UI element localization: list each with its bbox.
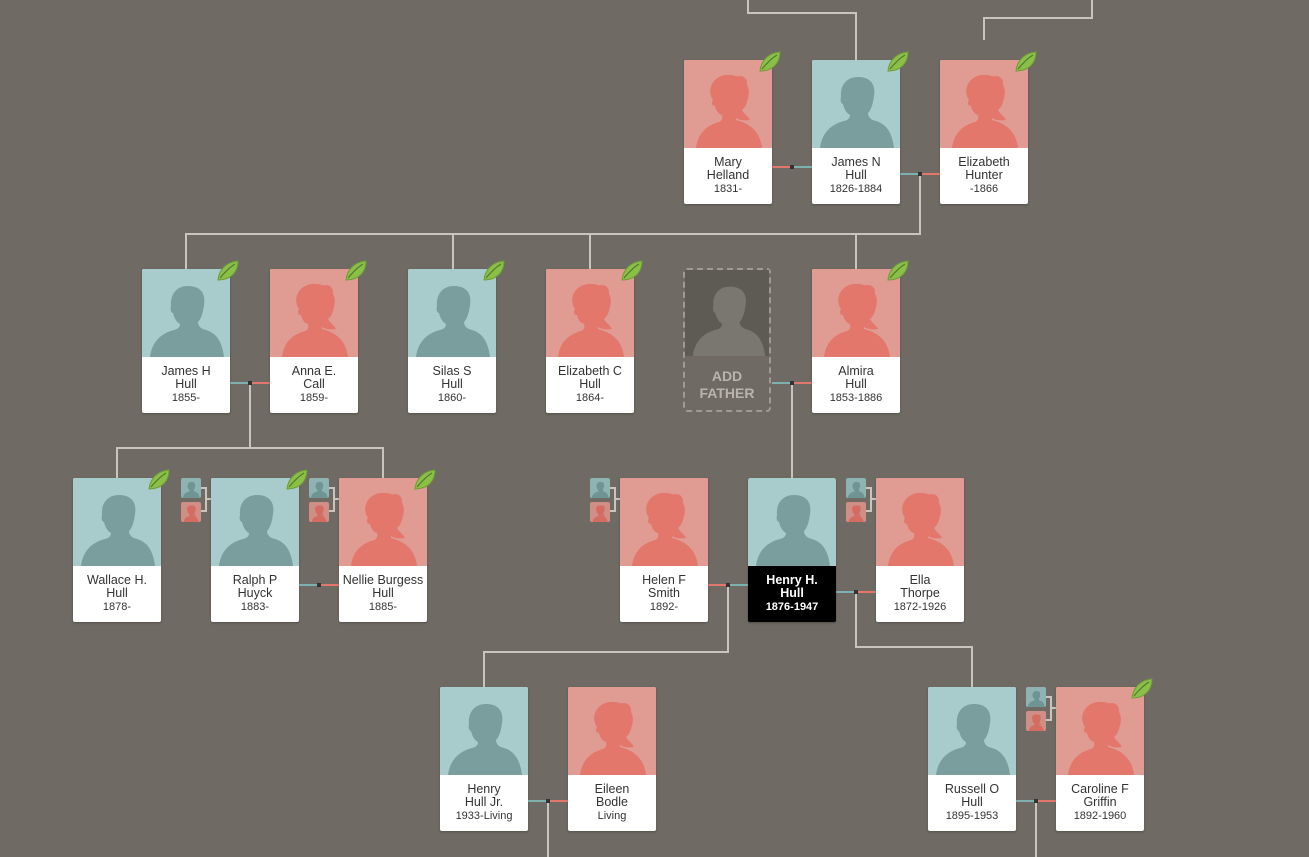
leaf-icon[interactable]	[885, 49, 911, 75]
parents-toggle-icon-mother[interactable]	[309, 502, 329, 522]
person-dates: 1892-	[649, 601, 679, 613]
person-dates: 1860-	[437, 392, 467, 404]
person-dates: 1859-	[299, 392, 329, 404]
silhouette-icon	[408, 269, 496, 357]
parents-toggle-icon-father[interactable]	[309, 478, 329, 498]
silhouette-icon	[440, 687, 528, 775]
person-dates: Living	[597, 810, 627, 822]
silhouette-icon	[142, 269, 230, 357]
person-dates: 1826-1884	[829, 183, 883, 195]
person-dates: 1883-	[240, 601, 270, 613]
leaf-icon[interactable]	[412, 467, 438, 493]
leaf-icon[interactable]	[146, 467, 172, 493]
silhouette-icon	[73, 478, 161, 566]
person-dates: -1866	[969, 183, 999, 195]
silhouette-icon	[568, 687, 656, 775]
silhouette-icon	[546, 269, 634, 357]
silhouette-icon	[685, 270, 769, 356]
silhouette-icon	[876, 478, 964, 566]
silhouette-icon	[812, 60, 900, 148]
silhouette-icon	[812, 269, 900, 357]
parents-toggle-icon-father[interactable]	[590, 478, 610, 498]
leaf-icon[interactable]	[215, 258, 241, 284]
leaf-icon[interactable]	[757, 49, 783, 75]
leaf-icon[interactable]	[619, 258, 645, 284]
parents-toggle-icon-mother[interactable]	[846, 502, 866, 522]
person-dates: 1885-	[368, 601, 398, 613]
silhouette-icon	[748, 478, 836, 566]
person-name: Wallace H.Hull	[87, 573, 147, 600]
parents-toggle-icon-father[interactable]	[181, 478, 201, 498]
silhouette-icon	[940, 60, 1028, 148]
silhouette-icon	[270, 269, 358, 357]
parents-toggle-icon-father[interactable]	[846, 478, 866, 498]
person-name: Anna E.Call	[291, 364, 337, 391]
parents-toggle-icon-mother[interactable]	[590, 502, 610, 522]
person-dates: 1933-Living	[455, 810, 513, 822]
leaf-icon[interactable]	[885, 258, 911, 284]
person-dates: 1892-1960	[1073, 810, 1127, 822]
person-dates: 1853-1886	[829, 392, 883, 404]
person-card-henry-h-hull[interactable]: Henry H.Hull 1876-1947	[748, 478, 836, 622]
person-dates: 1878-	[102, 601, 132, 613]
parents-toggle-icon-mother[interactable]	[181, 502, 201, 522]
silhouette-icon	[1056, 687, 1144, 775]
person-dates: 1864-	[575, 392, 605, 404]
silhouette-icon	[620, 478, 708, 566]
person-dates: 1831-	[713, 183, 743, 195]
silhouette-icon	[339, 478, 427, 566]
silhouette-icon	[684, 60, 772, 148]
silhouette-icon	[211, 478, 299, 566]
person-dates: 1855-	[171, 392, 201, 404]
person-dates: 1895-1953	[945, 810, 999, 822]
leaf-icon[interactable]	[1013, 49, 1039, 75]
person-dates: 1876-1947	[765, 601, 819, 613]
person-card-anna-e-call[interactable]: Anna E.Call 1859-	[270, 269, 358, 413]
parents-toggle-icon-father[interactable]	[1026, 687, 1046, 707]
leaf-icon[interactable]	[284, 467, 310, 493]
parents-toggle-icon-mother[interactable]	[1026, 711, 1046, 731]
person-card-wallace-h-hull[interactable]: Wallace H.Hull 1878-	[73, 478, 161, 622]
leaf-icon[interactable]	[1129, 676, 1155, 702]
leaf-icon[interactable]	[343, 258, 369, 284]
silhouette-icon	[928, 687, 1016, 775]
person-dates: 1872-1926	[893, 601, 947, 613]
leaf-icon[interactable]	[481, 258, 507, 284]
person-name: Henry H.Hull	[766, 573, 818, 600]
